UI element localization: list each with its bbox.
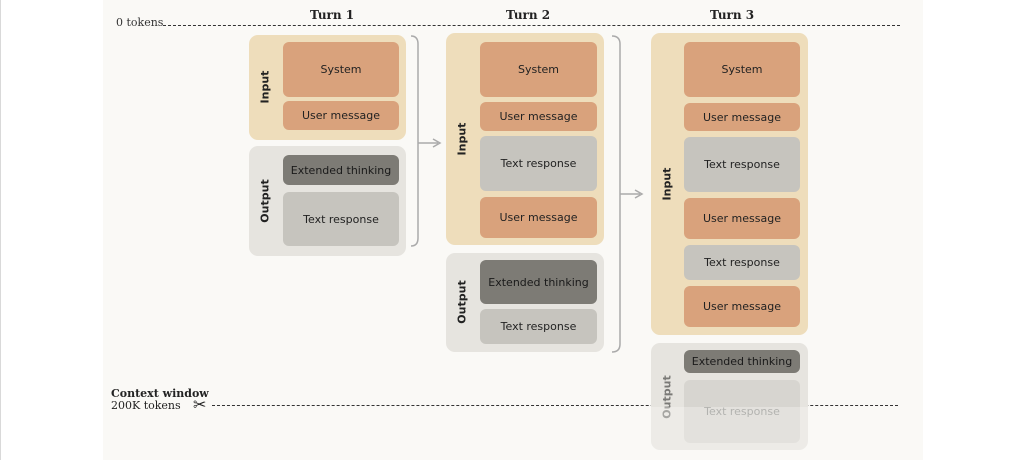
turn-1-user-message-block: User message bbox=[283, 101, 399, 130]
turn-3-extended-thinking-block: Extended thinking bbox=[684, 350, 800, 373]
turn-2-text-response-block-2: Text response bbox=[480, 309, 597, 344]
scissors-icon: ✂ bbox=[193, 395, 207, 414]
turn-3-text-response-block-2: Text response bbox=[684, 245, 800, 280]
turn-3-user-message-block-1: User message bbox=[684, 103, 800, 131]
left-divider bbox=[0, 0, 1, 460]
turn-2-bracket bbox=[611, 35, 621, 353]
turn-1-header: Turn 1 bbox=[310, 8, 355, 22]
turn-2-header: Turn 2 bbox=[506, 8, 551, 22]
context-overflow-fade bbox=[651, 407, 808, 450]
start-dashed-line bbox=[163, 25, 900, 26]
turn-3-user-message-block-2: User message bbox=[684, 198, 800, 239]
turn-3-header: Turn 3 bbox=[710, 8, 755, 22]
turn-3-user-message-block-3: User message bbox=[684, 286, 800, 327]
turn-2-system-block: System bbox=[480, 42, 597, 97]
turn-2-extended-thinking-block: Extended thinking bbox=[480, 260, 597, 304]
turn-1-extended-thinking-block: Extended thinking bbox=[283, 155, 399, 185]
turn-2-user-message-block-1: User message bbox=[480, 102, 597, 131]
zero-tokens-label: 0 tokens bbox=[116, 16, 164, 29]
turn-1-system-block: System bbox=[283, 42, 399, 97]
context-window-limit: 200K tokens bbox=[111, 399, 181, 412]
turn-3-system-block: System bbox=[684, 42, 800, 97]
turn-1-bracket bbox=[410, 35, 419, 247]
turn-3-text-response-block-1: Text response bbox=[684, 137, 800, 192]
turn-2-text-response-block-1: Text response bbox=[480, 136, 597, 191]
turn-2-user-message-block-2: User message bbox=[480, 197, 597, 238]
turn-3-text-response-block-truncated: Text response bbox=[684, 380, 800, 443]
turn-1-text-response-block: Text response bbox=[283, 192, 399, 246]
context-window-title: Context window bbox=[111, 387, 209, 400]
context-limit-dashed-line bbox=[212, 405, 898, 406]
